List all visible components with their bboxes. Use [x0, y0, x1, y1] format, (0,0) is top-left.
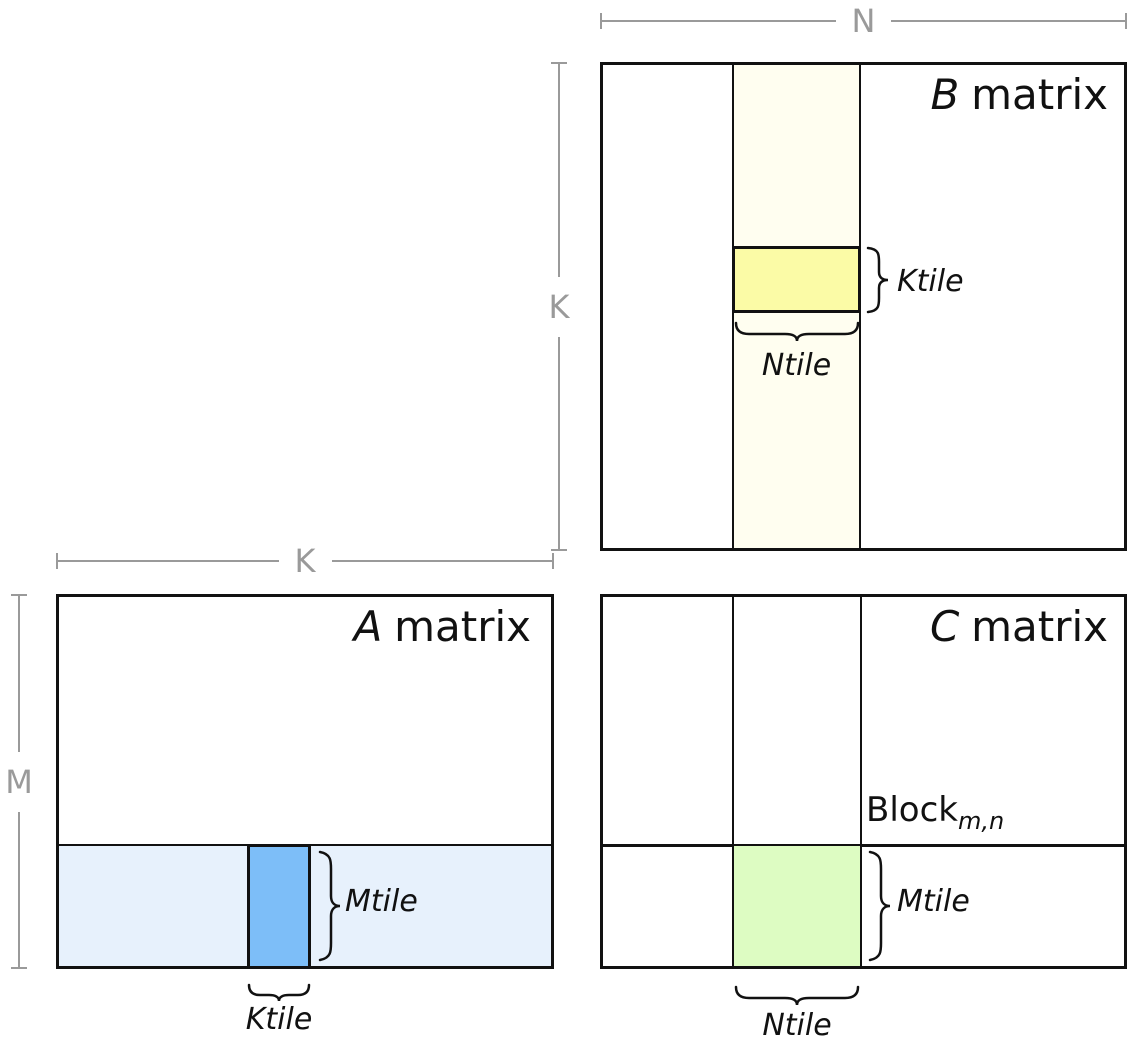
dimension-segment — [331, 560, 553, 562]
c-grid-vline-right — [860, 594, 862, 969]
dimension-segment — [58, 560, 279, 562]
dimension-line-k-b: K — [548, 62, 570, 551]
b-ktile-label: Ktile — [897, 264, 964, 299]
dimension-line-n: N — [600, 5, 1127, 37]
b-matrix-box — [600, 62, 1127, 551]
c-matrix-box — [600, 594, 1127, 969]
dimension-label-m: M — [5, 762, 33, 801]
a-mtile-brace — [318, 850, 341, 962]
dimension-tick — [600, 13, 602, 29]
dimension-tick — [551, 62, 567, 64]
c-ntile-label: Ntile — [762, 1008, 832, 1043]
c-matrix-title-letter: C — [930, 602, 960, 651]
dimension-segment — [558, 336, 560, 549]
c-block-label-subscript: m,n — [957, 806, 1005, 835]
b-ntile-label: Ntile — [761, 348, 832, 383]
dimension-tick — [551, 549, 567, 551]
dimension-tick — [56, 553, 58, 569]
a-matrix-title-rest: matrix — [394, 602, 531, 651]
c-block-label-base: Block — [866, 790, 958, 830]
dimension-tick — [552, 553, 555, 569]
a-mtile-label: Mtile — [345, 884, 418, 919]
b-ktile-brace — [866, 246, 889, 314]
a-matrix-title-letter: A — [353, 602, 383, 651]
a-matrix-box — [56, 594, 554, 969]
c-grid-hline — [600, 844, 1127, 847]
c-mtile-brace — [868, 850, 891, 962]
dimension-segment — [18, 811, 20, 967]
c-matrix-title-rest: matrix — [971, 602, 1108, 651]
b-matrix-title-rest: matrix — [971, 70, 1108, 119]
c-mtile-label: Mtile — [897, 884, 970, 919]
dimension-tick — [1125, 13, 1127, 29]
dimension-segment — [18, 596, 20, 752]
b-ktile-ntile-tile — [732, 246, 861, 313]
dimension-label-n: N — [851, 2, 876, 40]
a-ktile-brace — [247, 983, 311, 1002]
c-ntile-brace — [734, 985, 860, 1006]
b-matrix-title-letter: B — [930, 70, 960, 119]
dimension-tick — [11, 594, 27, 596]
c-block-label: Blockm,n — [866, 790, 1005, 835]
dimension-line-k-a: K — [56, 545, 555, 577]
dimension-segment — [558, 64, 560, 277]
dimension-segment — [602, 20, 836, 22]
dimension-tick — [11, 967, 27, 969]
dimension-line-m: M — [5, 594, 33, 969]
c-grid-vline-left — [732, 594, 734, 969]
dimension-label-k-a: K — [294, 542, 316, 580]
b-ntile-brace — [734, 321, 860, 342]
a-ktile-label: Ktile — [245, 1002, 313, 1037]
dimension-segment — [891, 20, 1125, 22]
dimension-label-k-b: K — [548, 287, 570, 326]
